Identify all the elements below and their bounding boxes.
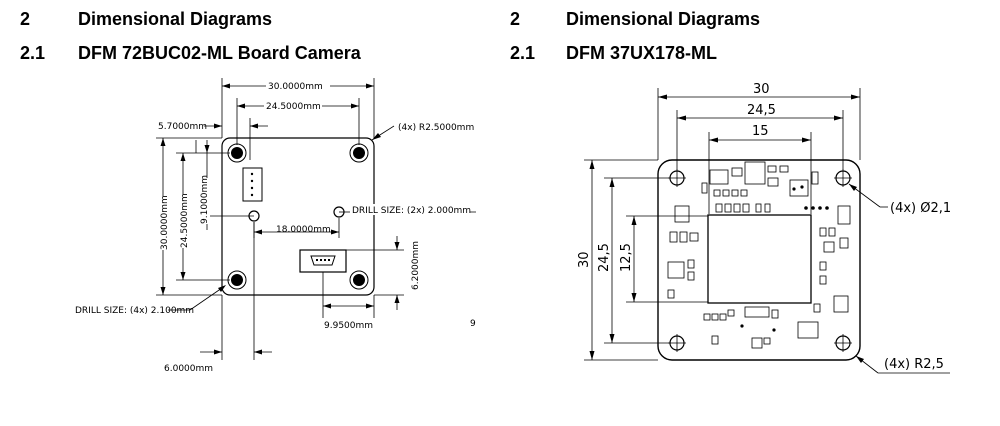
- right-components: [667, 161, 851, 349]
- left-connector: [242, 167, 263, 202]
- left-dimensional-diagram: 30.0000mm 24.5000mm 5.7000mm (4x) R2.500…: [75, 78, 476, 374]
- right-dim-radius: (4x) R2,5: [884, 357, 944, 372]
- right-dim-width-overall: 30: [753, 82, 770, 97]
- right-dim-width-inner: 15: [752, 124, 769, 139]
- right-dim-height-holes: 24,5: [597, 243, 612, 272]
- right-dim-width-holes: 24,5: [747, 103, 776, 118]
- left-section-number: 2: [20, 9, 31, 29]
- right-dim-hole-dia: (4x) Ø2,1: [890, 201, 951, 216]
- right-sensor: [707, 214, 812, 304]
- right-mounting-hole: [834, 334, 852, 352]
- right-dim-height-inner: 12,5: [619, 243, 634, 272]
- left-mounting-hole: [349, 143, 369, 163]
- right-subsection-number: 2.1: [510, 43, 536, 63]
- left-dim-bottom-offset: 6.0000mm: [164, 364, 213, 374]
- left-dim-radius: (4x) R2.5000mm: [398, 123, 474, 133]
- left-page-mark: 9: [470, 319, 476, 329]
- left-drill-large: DRILL SIZE: (4x) 2.100mm: [75, 306, 194, 316]
- right-section-title: Dimensional Diagrams: [566, 9, 761, 29]
- left-subsection-number: 2.1: [20, 43, 46, 63]
- left-dim-width-holes: 24.5000mm: [266, 102, 321, 112]
- right-section-number: 2: [510, 9, 521, 29]
- left-dim-offset-left: 5.7000mm: [158, 122, 207, 132]
- left-mounting-hole: [349, 270, 369, 290]
- left-dim-height-holes: 24.5000mm: [180, 193, 190, 248]
- left-dim-connector-offset: 9.1000mm: [200, 175, 210, 224]
- left-drill-small: DRILL SIZE: (2x) 2.000mm: [352, 206, 471, 216]
- right-mounting-hole: [834, 169, 852, 187]
- left-dim-drill-spacing: 18.0000mm: [276, 225, 331, 235]
- right-subsection-title: DFM 37UX178-ML: [566, 43, 718, 63]
- right-dim-height-overall: 30: [577, 251, 592, 268]
- left-usb-connector: [299, 249, 347, 273]
- left-dim-usb-offset: 9.9500mm: [324, 321, 373, 331]
- left-subsection-title: DFM 72BUC02-ML Board Camera: [78, 43, 361, 63]
- left-dim-height-overall: 30.0000mm: [160, 195, 170, 250]
- right-board-outline: [657, 159, 861, 361]
- right-mounting-hole: [668, 169, 686, 187]
- left-mounting-hole: [227, 143, 247, 163]
- left-board-outline: [221, 137, 375, 296]
- left-dim-width-overall: 30.0000mm: [268, 82, 323, 92]
- left-mounting-hole: [227, 270, 247, 290]
- right-mounting-hole: [668, 334, 686, 352]
- left-section-title: Dimensional Diagrams: [78, 9, 273, 29]
- left-dim-usb-height: 6.2000mm: [411, 241, 421, 290]
